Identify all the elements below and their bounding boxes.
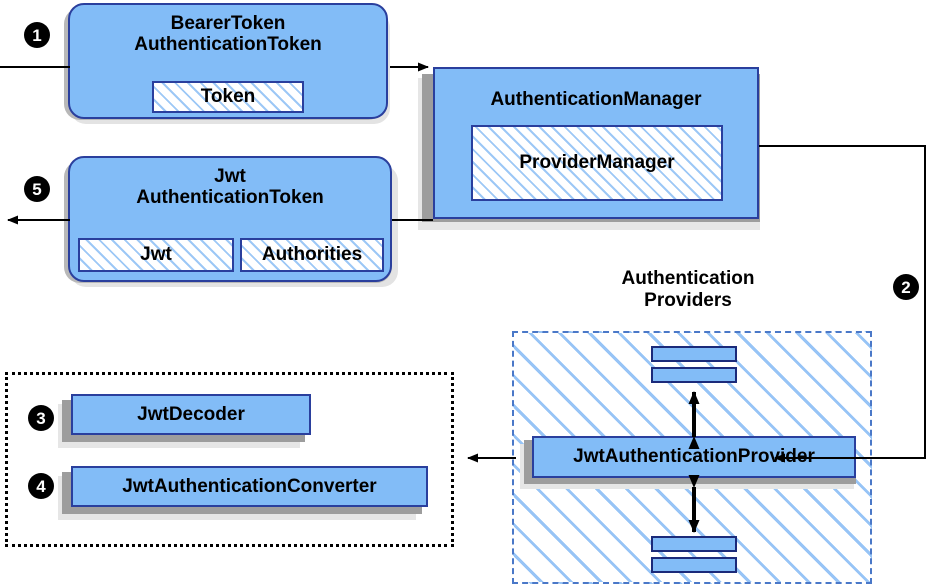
node-jwt-authentication-converter[interactable]: JwtAuthenticationConverter — [71, 466, 428, 507]
jwt-converter-label: JwtAuthenticationConverter — [122, 475, 377, 497]
slot-jwt[interactable]: Jwt — [78, 238, 234, 272]
jwt-provider-label: JwtAuthenticationProvider — [573, 446, 815, 467]
group-jwt-configuration — [5, 372, 454, 547]
slot-provider-manager[interactable]: ProviderManager — [471, 125, 723, 201]
authentication-providers-caption: Authentication Providers — [621, 268, 755, 311]
peer-provider-bar-1 — [651, 346, 737, 362]
bearer-token-title: BearerToken AuthenticationToken — [134, 13, 322, 56]
slot-authorities[interactable]: Authorities — [240, 238, 384, 272]
jwt-token-title: Jwt AuthenticationToken — [136, 166, 324, 209]
step-badge-2: 2 — [893, 274, 919, 300]
node-bearer-token-authentication-token[interactable]: BearerToken AuthenticationToken Token — [68, 3, 388, 119]
jwt-decoder-label: JwtDecoder — [137, 403, 245, 425]
slot-authorities-label: Authorities — [261, 244, 363, 265]
node-jwt-authentication-token[interactable]: Jwt AuthenticationToken Jwt Authorities — [68, 156, 392, 282]
auth-manager-title: AuthenticationManager — [490, 89, 702, 110]
node-jwt-decoder[interactable]: JwtDecoder — [71, 394, 311, 435]
peer-provider-bar-2 — [651, 367, 737, 383]
step-badge-1: 1 — [24, 22, 50, 48]
step-badge-5: 5 — [24, 176, 50, 202]
peer-provider-bar-3 — [651, 536, 737, 552]
slot-token-label: Token — [200, 86, 256, 107]
node-jwt-authentication-provider[interactable]: JwtAuthenticationProvider — [532, 436, 856, 478]
step-badge-3: 3 — [28, 405, 54, 431]
node-authentication-manager[interactable]: AuthenticationManager ProviderManager — [433, 67, 759, 219]
slot-provider-manager-label: ProviderManager — [519, 152, 675, 173]
slot-token[interactable]: Token — [152, 81, 304, 113]
peer-provider-bar-4 — [651, 557, 737, 573]
step-badge-4: 4 — [28, 473, 54, 499]
slot-jwt-label: Jwt — [140, 244, 172, 265]
